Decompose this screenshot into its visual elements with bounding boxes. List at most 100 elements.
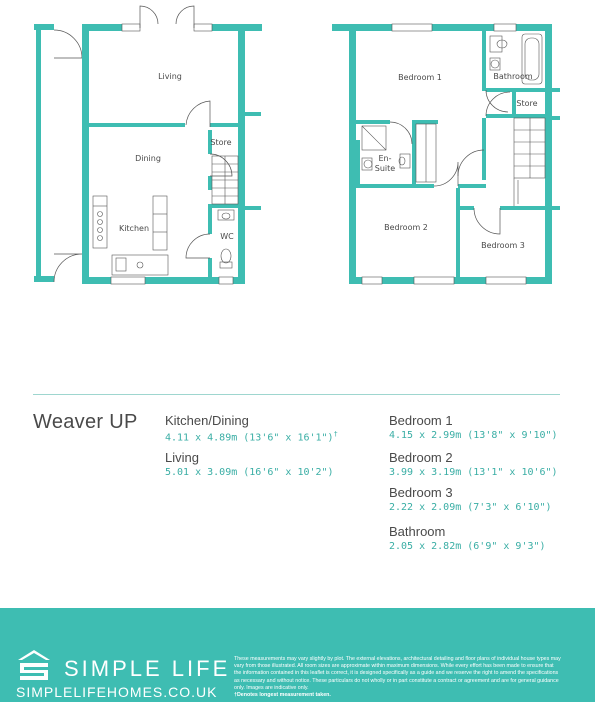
room-dimensions: 2.22 x 2.09m (7'3" x 6'10")	[389, 502, 552, 513]
wall	[82, 24, 89, 284]
room-dimensions: 3.99 x 3.19m (13'1" x 10'6")	[389, 467, 558, 478]
wall	[212, 24, 262, 31]
wall	[412, 122, 416, 184]
window	[493, 23, 517, 32]
room-label-wc: WC	[220, 232, 234, 241]
room-spec-bedroom1: Bedroom 1 4.15 x 2.99m (13'8" x 9'10")	[389, 413, 558, 441]
wall	[356, 140, 360, 184]
wall	[82, 277, 245, 284]
measurement-note: †Denotes longest measurement taken.	[234, 692, 331, 699]
window	[218, 276, 234, 285]
room-name: Bedroom 2	[389, 450, 453, 465]
staircase	[513, 117, 546, 206]
wall	[412, 120, 438, 124]
room-label-living: Living	[158, 72, 182, 81]
house-logo-icon	[18, 650, 50, 680]
room-name: Bathroom	[389, 524, 446, 539]
room-name: Kitchen/Dining	[165, 413, 249, 428]
wall	[458, 184, 486, 188]
wardrobe	[415, 123, 437, 183]
ensuite-fixtures	[361, 125, 411, 171]
wall	[208, 130, 212, 154]
wall	[512, 92, 516, 118]
room-dimensions: 4.11 x 4.89m (13'6" x 16'1")†	[165, 430, 338, 444]
room-label-store: Store	[516, 99, 537, 108]
room-label-ensuite: Suite	[375, 164, 396, 173]
window	[361, 276, 383, 285]
kitchen-units	[92, 195, 169, 276]
room-label-bedroom2: Bedroom 2	[384, 223, 428, 232]
room-label-bedroom1: Bedroom 1	[398, 73, 442, 82]
wall	[482, 118, 486, 180]
room-label-bathroom: Bathroom	[493, 72, 533, 81]
wall	[208, 204, 212, 234]
wall	[545, 24, 552, 284]
website-link[interactable]: SIMPLELIFEHOMES.CO.UK	[16, 684, 218, 700]
wall	[349, 24, 356, 284]
wall	[356, 120, 390, 124]
door-swing	[473, 207, 501, 235]
floor-plans: Living Dining Store Kitchen WC	[34, 5, 560, 285]
staircase	[211, 155, 239, 205]
room-label-store: Store	[210, 138, 231, 147]
wall	[486, 88, 545, 92]
wall	[34, 24, 54, 30]
bathroom-fixtures	[489, 33, 543, 85]
room-label-ensuite: En-	[378, 154, 391, 163]
door-swing	[457, 149, 485, 177]
wall	[552, 206, 560, 210]
door-swing	[185, 100, 211, 127]
footer-band: SIMPLE LIFE SIMPLELIFEHOMES.CO.UK These …	[0, 608, 595, 702]
room-label-kitchen: Kitchen	[119, 224, 149, 233]
wall	[245, 206, 261, 210]
window	[193, 23, 213, 32]
door-swing	[389, 121, 413, 145]
section-divider	[33, 394, 560, 395]
window	[413, 276, 455, 285]
ground-floor-plan: Living Dining Store Kitchen WC	[34, 5, 262, 285]
door-swing	[485, 89, 509, 113]
room-name: Bedroom 1	[389, 413, 453, 428]
room-spec-kitchen-dining: Kitchen/Dining 4.11 x 4.89m (13'6" x 16'…	[165, 413, 338, 443]
disclaimer-text: These measurements may vary slightly by …	[234, 656, 562, 699]
house-type-name: Weaver UP	[33, 411, 138, 433]
first-floor-plan: Bedroom 1 Bathroom Store En- Suite Bedro…	[332, 23, 560, 285]
room-label-dining: Dining	[135, 154, 161, 163]
longest-measurement-mark: †	[333, 430, 338, 438]
window	[110, 276, 146, 285]
wall	[332, 24, 356, 31]
wall	[238, 24, 245, 284]
room-dimensions: 2.05 x 2.82m (6'9" x 9'3")	[389, 541, 546, 552]
wall	[460, 206, 474, 210]
door-swing	[485, 91, 511, 117]
wall	[36, 24, 41, 280]
wall	[356, 24, 551, 31]
wall	[356, 184, 434, 188]
wc-fixtures	[217, 209, 235, 269]
door-swing	[53, 29, 83, 59]
room-spec-bedroom3: Bedroom 3 2.22 x 2.09m (7'3" x 6'10")	[389, 485, 552, 513]
window	[485, 276, 527, 285]
wall	[208, 204, 238, 208]
wall	[552, 88, 560, 92]
wall	[456, 188, 460, 277]
room-dimensions: 4.15 x 2.99m (13'8" x 9'10")	[389, 430, 558, 441]
french-door	[139, 5, 195, 28]
room-spec-bathroom: Bathroom 2.05 x 2.82m (6'9" x 9'3")	[389, 524, 546, 552]
door-swing	[185, 233, 211, 259]
disclaimer-body: These measurements may vary slightly by …	[234, 656, 561, 691]
door-swing	[53, 253, 83, 283]
room-spec-bedroom2: Bedroom 2 3.99 x 3.19m (13'1" x 10'6")	[389, 450, 558, 478]
wall	[552, 116, 560, 120]
wall	[34, 276, 54, 282]
wall	[245, 112, 261, 116]
wall	[82, 24, 122, 31]
wall	[208, 258, 212, 277]
door-swing	[209, 153, 233, 177]
wall	[208, 176, 212, 190]
room-name: Bedroom 3	[389, 485, 453, 500]
window	[391, 23, 433, 32]
wall	[89, 123, 185, 127]
room-name: Living	[165, 450, 199, 465]
wall	[210, 123, 238, 127]
